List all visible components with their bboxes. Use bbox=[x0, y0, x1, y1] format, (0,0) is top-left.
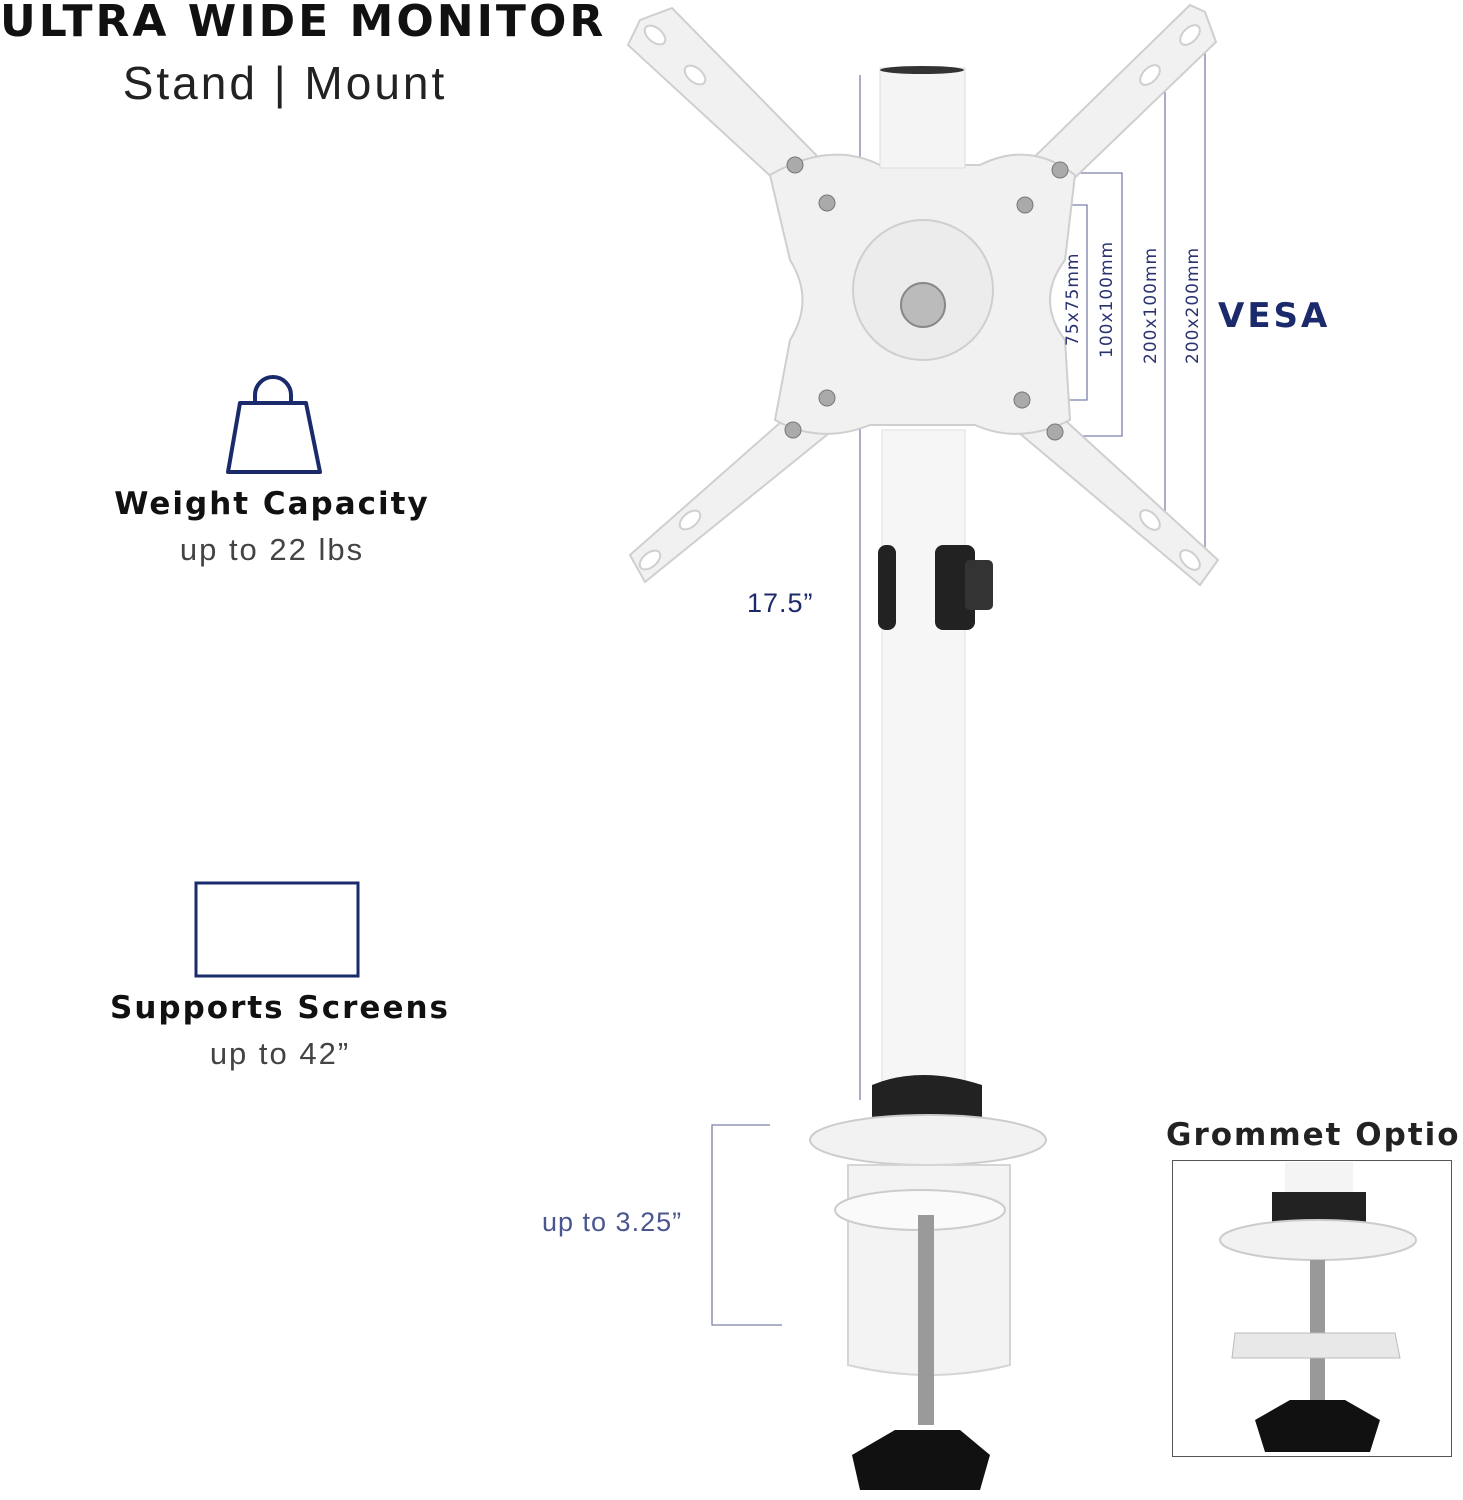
pole-height-label: 17.5” bbox=[747, 588, 814, 618]
vesa-label: VESA bbox=[1218, 296, 1331, 336]
vesa-size-200x100: 200x100mm bbox=[1141, 246, 1161, 364]
page-subtitle: Stand | Mount bbox=[122, 57, 448, 109]
weight-capacity-title: Weight Capacity bbox=[114, 486, 430, 522]
vesa-size-100: 100x100mm bbox=[1097, 240, 1117, 358]
supports-screens-value: up to 42” bbox=[209, 1036, 351, 1071]
screen-icon bbox=[194, 881, 360, 978]
pole bbox=[878, 66, 993, 1091]
desk-clamp bbox=[809, 1075, 1047, 1490]
weight-icon bbox=[226, 375, 322, 474]
vesa-size-200x200: 200x200mm bbox=[1183, 246, 1203, 364]
supports-screens-title: Supports Screens bbox=[110, 990, 450, 1026]
grommet-illustration bbox=[1219, 1162, 1417, 1452]
vesa-size-75: 75x75mm bbox=[1063, 252, 1083, 346]
page-title: ULTRA WIDE MONITOR bbox=[0, 0, 607, 47]
clamp-range-label: up to 3.25” bbox=[542, 1207, 683, 1237]
grommet-option-frame bbox=[1172, 1160, 1452, 1457]
weight-capacity-value: up to 22 lbs bbox=[179, 532, 365, 567]
grommet-option-title: Grommet Option bbox=[1166, 1117, 1463, 1153]
